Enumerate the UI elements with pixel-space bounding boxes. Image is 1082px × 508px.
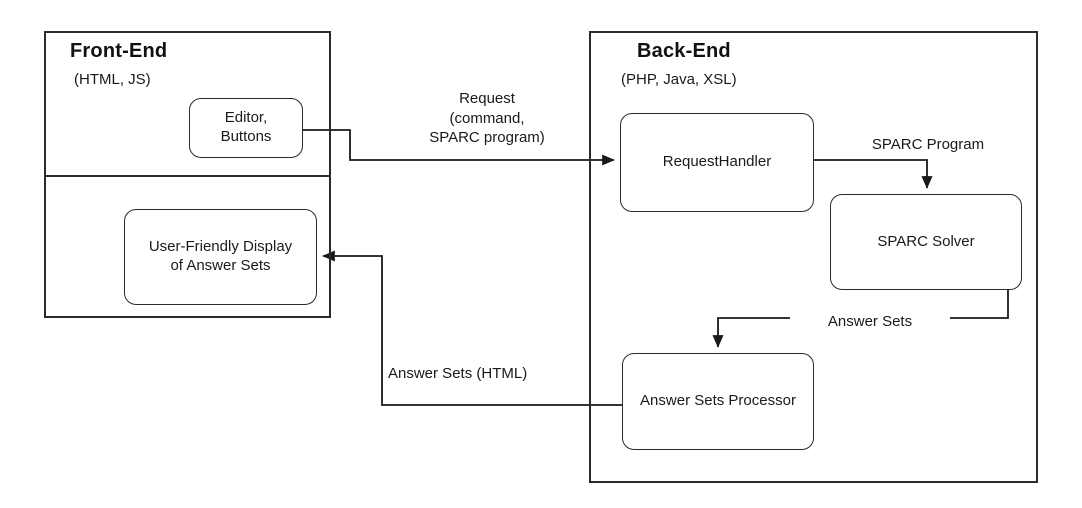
node-request-handler[interactable]: RequestHandler	[620, 113, 814, 212]
container-front-end	[44, 31, 331, 318]
node-editor-buttons[interactable]: Editor, Buttons	[189, 98, 303, 158]
front-end-title: Front-End	[70, 40, 168, 62]
container-back-end	[589, 31, 1038, 483]
node-sparc-solver[interactable]: SPARC Solver	[830, 194, 1022, 290]
node-user-friendly-display[interactable]: User-Friendly Display of Answer Sets	[124, 209, 317, 305]
node-answer-sets-processor[interactable]: Answer Sets Processor	[622, 353, 814, 450]
back-end-title: Back-End	[637, 40, 731, 62]
back-end-subtitle: (PHP, Java, XSL)	[621, 71, 737, 88]
node-user-friendly-display-label: User-Friendly Display of Answer Sets	[148, 238, 293, 274]
node-request-handler-label: RequestHandler	[662, 153, 772, 171]
edge-label-answer-sets: Answer Sets	[790, 312, 950, 332]
front-end-subtitle: (HTML, JS)	[74, 71, 151, 88]
front-end-divider	[44, 175, 331, 177]
node-sparc-solver-label: SPARC Solver	[877, 232, 975, 250]
node-answer-sets-processor-label: Answer Sets Processor	[640, 392, 796, 410]
edge-label-answer-sets-html: Answer Sets (HTML)	[388, 364, 588, 384]
node-editor-buttons-label: Editor, Buttons	[220, 109, 272, 145]
edge-label-request: Request (command, SPARC program)	[392, 89, 582, 148]
edge-label-sparc-program: SPARC Program	[838, 135, 1018, 155]
